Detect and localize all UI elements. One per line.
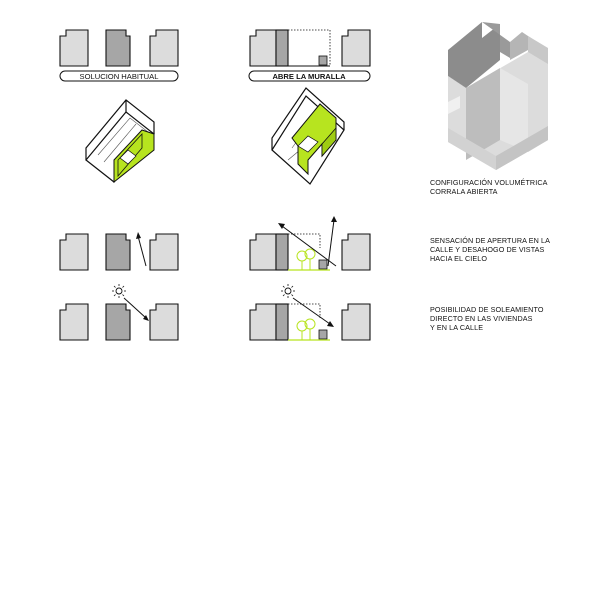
note-configuracion-line2: CORRALA ABIERTA [430,187,498,196]
note-posibilidad-line1: POSIBILIDAD DE SOLEAMIENTO [430,305,544,314]
section-habitual-view [59,232,179,271]
note-posibilidad-line3: Y EN LA CALLE [430,323,484,332]
section-habitual-top [59,29,179,67]
note-sensacion-line1: SENSACIÓN DE APERTURA EN LA [430,236,550,245]
label-abre-la-muralla: ABRE LA MURALLA [248,70,371,82]
section-habitual-sun [59,284,179,341]
note-configuracion-line1: CONFIGURACIÓN VOLUMÉTRICA [430,178,548,187]
note-configuracion: CONFIGURACIÓN VOLUMÉTRICA CORRALA ABIERT… [430,178,548,196]
note-sensacion-line3: HACIA EL CIELO [430,254,488,263]
svg-text:SOLUCION HABITUAL: SOLUCION HABITUAL [80,72,159,81]
svg-text:ABRE LA MURALLA: ABRE LA MURALLA [272,72,346,81]
section-muralla-view [249,216,371,271]
isometric-volume-large [448,22,548,170]
note-sensacion-line2: CALLE Y DESAHOGO DE VISTAS [430,245,545,254]
note-posibilidad-line2: DIRECTO EN LAS VIVIENDAS [430,314,533,323]
note-posibilidad: POSIBILIDAD DE SOLEAMIENTO DIRECTO EN LA… [430,305,544,332]
section-muralla-sun [249,284,371,341]
isometric-habitual [85,99,155,184]
isometric-muralla [271,87,345,185]
section-muralla-top [249,29,371,67]
label-solucion-habitual: SOLUCION HABITUAL [59,70,179,82]
note-sensacion: SENSACIÓN DE APERTURA EN LA CALLE Y DESA… [430,236,550,263]
